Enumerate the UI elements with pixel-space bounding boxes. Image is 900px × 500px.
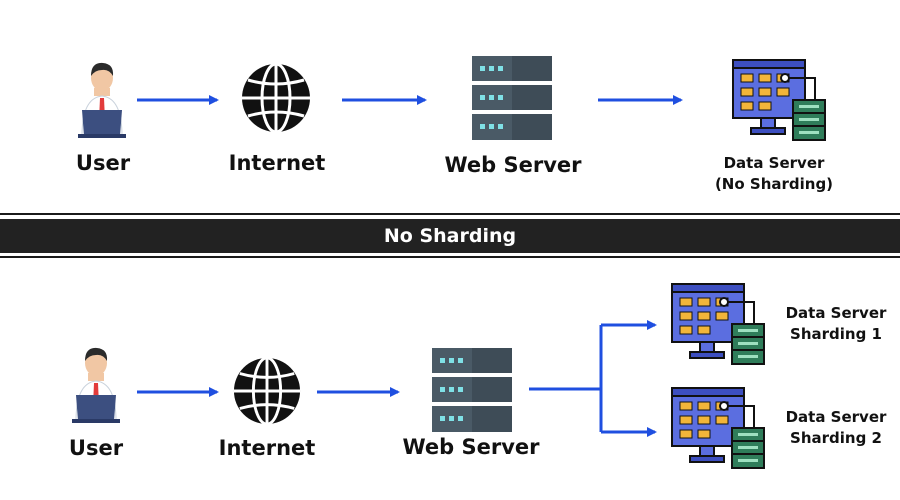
web-server-icon <box>432 348 512 432</box>
banner-title: No Sharding <box>383 225 517 247</box>
data-server-label-line1: Data Server <box>723 154 825 172</box>
data-server-shard1-icon <box>671 283 765 365</box>
shard2-label-line2: Sharding 2 <box>790 429 882 447</box>
globe-icon <box>233 356 301 426</box>
shard1-label-line2: Sharding 1 <box>790 325 882 343</box>
banner-bottom-rule <box>0 256 900 258</box>
arrow-webserver-split <box>529 325 603 432</box>
globe-icon <box>242 62 310 134</box>
internet-label: Internet <box>218 436 316 460</box>
data-server-icon <box>732 59 826 141</box>
internet-label: Internet <box>228 151 326 175</box>
no-sharding-banner: No Sharding <box>0 213 900 259</box>
shard1-label: Data Server Sharding 1 <box>780 303 892 345</box>
user-icon <box>72 347 120 423</box>
user-label: User <box>75 151 131 175</box>
data-server-label-line2: (No Sharding) <box>714 175 834 193</box>
web-server-label: Web Server <box>444 153 582 177</box>
data-server-shard2-icon <box>671 387 765 469</box>
user-label: User <box>68 436 124 460</box>
web-server-label: Web Server <box>402 435 540 459</box>
data-server-label: Data Server (No Sharding) <box>700 153 848 195</box>
user-icon <box>78 62 126 138</box>
shard2-label: Data Server Sharding 2 <box>780 407 892 449</box>
banner-top-rule <box>0 213 900 215</box>
banner-bar <box>0 219 900 253</box>
shard1-label-line1: Data Server <box>785 304 887 322</box>
shard2-label-line1: Data Server <box>785 408 887 426</box>
web-server-icon <box>472 56 552 140</box>
